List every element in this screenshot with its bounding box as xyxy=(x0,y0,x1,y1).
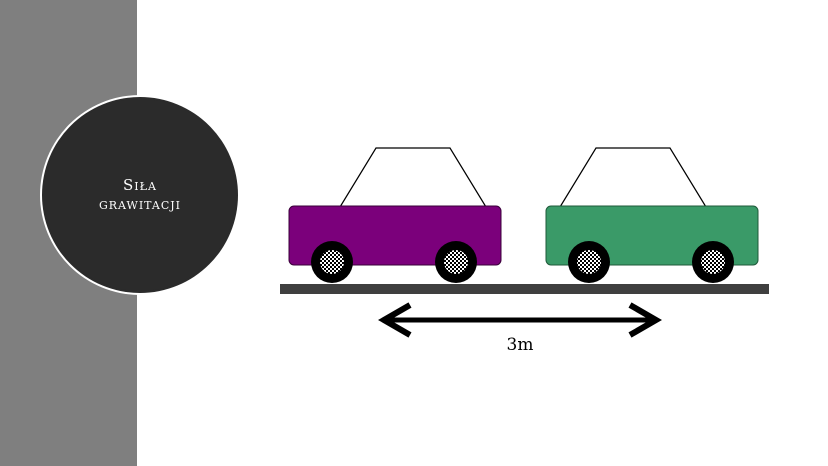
car-right-cabin xyxy=(559,147,707,208)
wheel-icon xyxy=(435,241,477,283)
wheel-icon xyxy=(568,241,610,283)
distance-arrow xyxy=(377,302,663,338)
slide-title: Siła grawitacji xyxy=(40,95,240,295)
car-right-icon xyxy=(545,147,759,283)
car-left-cabin xyxy=(339,147,487,208)
wheel-icon xyxy=(692,241,734,283)
distance-label: 3m xyxy=(507,335,534,355)
title-badge-fill xyxy=(44,99,236,291)
title-badge: Siła grawitacji xyxy=(40,95,240,295)
car-left-icon xyxy=(288,147,502,283)
slide-title-line1: Siła xyxy=(123,176,157,194)
road xyxy=(280,284,769,294)
wheel-icon xyxy=(311,241,353,283)
slide-title-line2: grawitacji xyxy=(98,195,182,213)
